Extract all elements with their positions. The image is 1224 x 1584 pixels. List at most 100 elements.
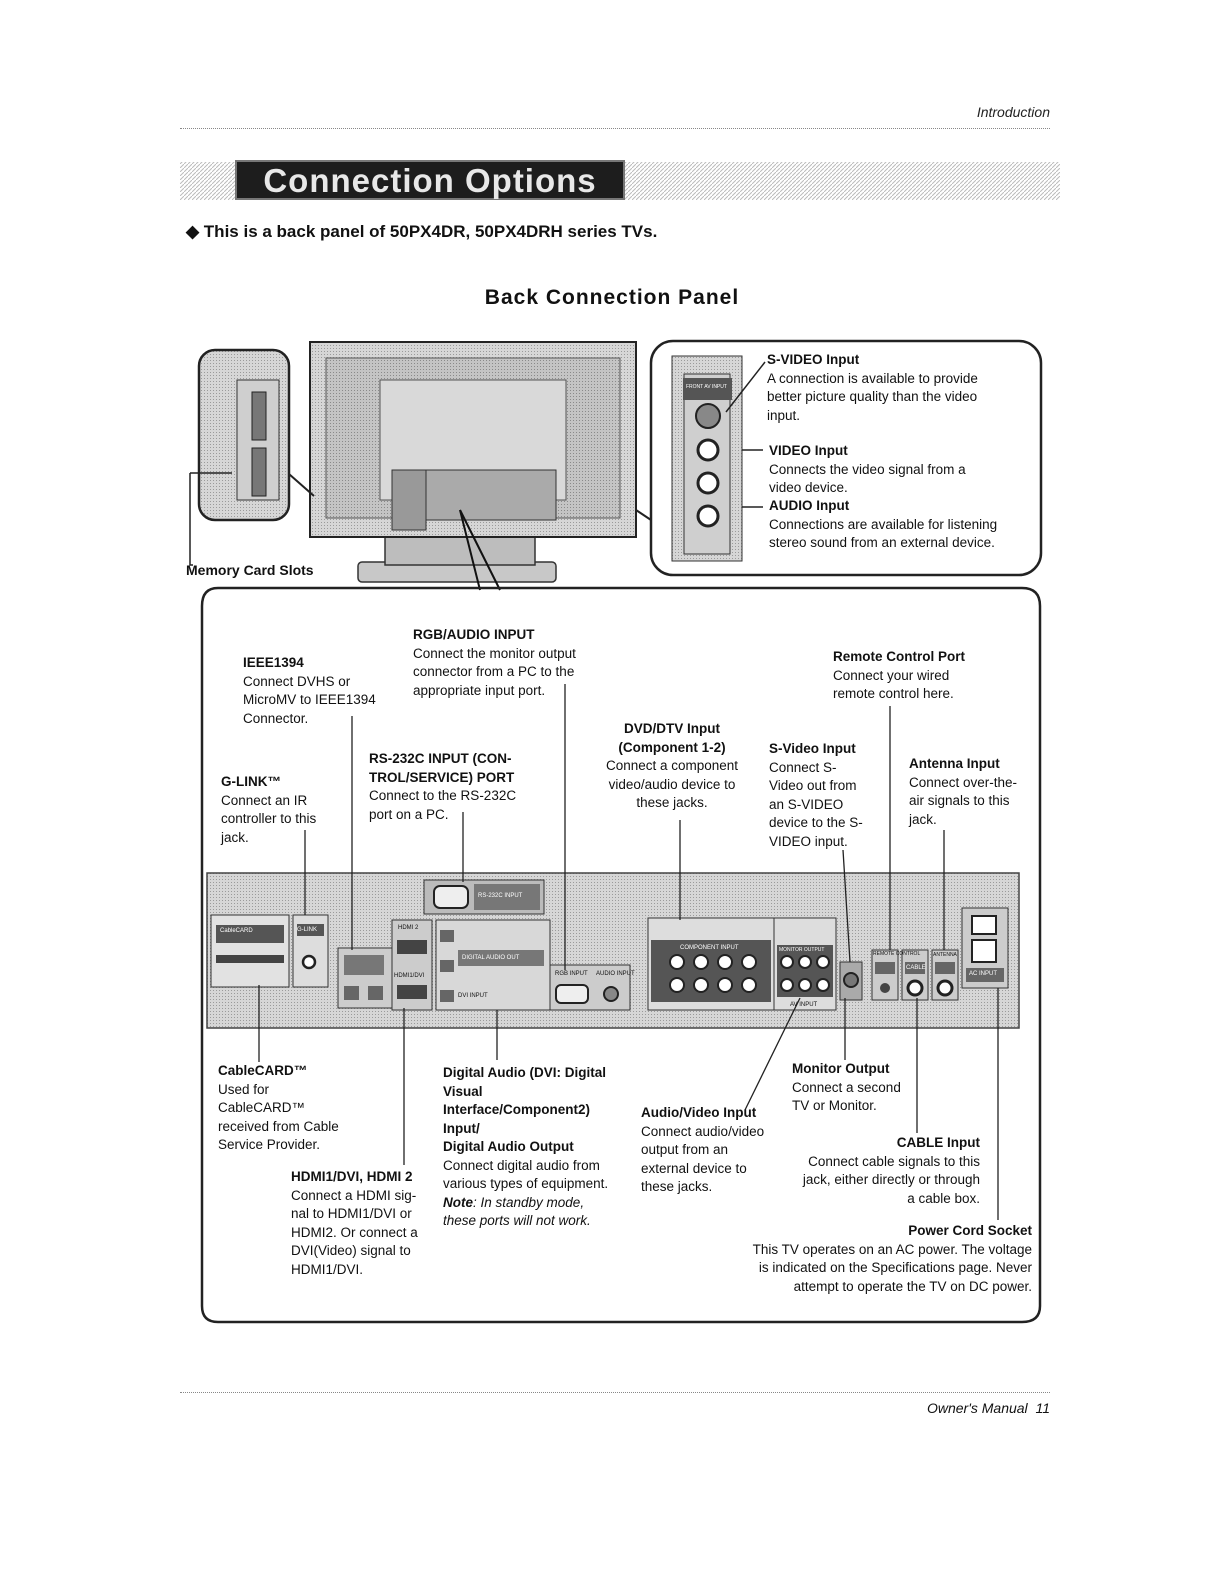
rgb-desc-1: Connect the monitor output	[413, 645, 576, 661]
monitor-callout: Monitor Output Connect a second TV or Mo…	[792, 1060, 901, 1116]
page-title: Connection Options	[263, 162, 597, 199]
panel-label-hdmi2: HDMI 2	[398, 925, 419, 931]
glink-desc-1: Connect an IR	[221, 792, 308, 808]
ieee-callout: IEEE1394 Connect DVHS or MicroMV to IEEE…	[243, 654, 376, 728]
digital-title-5: Digital Audio Output	[443, 1139, 574, 1154]
hdmi-desc-3: HDMI2. Or connect a	[291, 1224, 418, 1240]
cablecard-desc-2: CableCARD™	[218, 1100, 306, 1115]
svideo-title: S-VIDEO Input	[767, 352, 860, 367]
av-desc-1: Connect audio/video	[641, 1123, 765, 1139]
av-title: Audio/Video Input	[641, 1105, 757, 1120]
rs232-desc-2: port on a PC.	[369, 806, 449, 822]
svideo2-desc-3: an S-VIDEO	[769, 796, 844, 812]
digital-note-line-1: Note: In standby mode,	[443, 1194, 608, 1213]
remote-desc-2: remote control here.	[833, 686, 954, 701]
antenna-desc-1: Connect over-the-	[909, 774, 1018, 790]
rs232-callout: RS-232C INPUT (CON- TROL/SERVICE) PORT C…	[369, 750, 516, 824]
av-desc-3: external device to	[641, 1160, 747, 1176]
dvd-title: DVD/DTV Input	[624, 721, 720, 736]
footer: Owner's Manual 11	[927, 1400, 1050, 1416]
main-panel-frame	[200, 586, 1042, 1324]
panel-label-digital-out: DIGITAL AUDIO OUT	[462, 955, 520, 961]
cablecard-desc-1: Used for	[218, 1081, 270, 1097]
digital-title-2: Visual	[443, 1083, 483, 1099]
glink-desc-2: controller to this	[221, 811, 317, 826]
digital-desc-2: various types of equipment.	[443, 1176, 609, 1191]
video-callout: VIDEO Input Connects the video signal fr…	[769, 442, 966, 498]
ieee-desc-3: Connector.	[243, 710, 309, 726]
remote-title: Remote Control Port	[833, 649, 966, 664]
svideo-callout: S-VIDEO Input A connection is available …	[767, 351, 978, 425]
audio-desc-2: stereo sound from an external device.	[769, 535, 995, 550]
svideo-desc-1: A connection is available to provide	[767, 370, 978, 386]
monitor-desc-1: Connect a second	[792, 1079, 901, 1095]
rgb-desc-2: connector from a PC to the	[413, 664, 575, 679]
glink-title: G-LINK™	[221, 774, 281, 789]
video-desc-2: video device.	[769, 480, 848, 495]
monitor-desc-2: TV or Monitor.	[792, 1098, 877, 1113]
panel-label-cablecard: CableCARD	[220, 928, 253, 934]
video-desc-1: Connects the video signal from a	[769, 461, 966, 477]
svideo2-desc-1: Connect S-	[769, 759, 837, 775]
rs232-title-1: RS-232C INPUT (CON-	[369, 751, 512, 766]
antenna-desc-3: jack.	[909, 811, 937, 827]
subtitle: ◆ This is a back panel of 50PX4DR, 50PX4…	[186, 222, 658, 241]
svideo2-callout: S-Video Input Connect S- Video out from …	[769, 740, 863, 851]
front-input-inset	[649, 339, 1043, 577]
dvd-desc-3: these jacks.	[636, 795, 708, 810]
digital-note-1: : In standby mode,	[473, 1194, 585, 1210]
power-title: Power Cord Socket	[908, 1223, 1032, 1238]
digital-desc-1: Connect digital audio from	[443, 1157, 600, 1173]
footer-text: Owner's Manual	[926, 1400, 1028, 1416]
cable-desc-3: a cable box.	[907, 1190, 980, 1206]
hdmi-desc-1: Connect a HDMI sig-	[291, 1187, 417, 1203]
audio-title: AUDIO Input	[769, 498, 850, 513]
svideo-desc-2: better picture quality than the video	[767, 389, 978, 404]
panel-label-ac: AC INPUT	[969, 971, 998, 977]
page-number: 11	[1035, 1400, 1050, 1416]
panel-label-audio: AUDIO INPUT	[596, 971, 635, 977]
hdmi-callout: HDMI1/DVI, HDMI 2 Connect a HDMI sig- na…	[291, 1168, 418, 1279]
panel-label-rgb: RGB INPUT	[555, 971, 588, 977]
dvd-subtitle: (Component 1-2)	[618, 739, 726, 755]
av-desc-2: output from an	[641, 1142, 729, 1157]
rs232-title-2: TROL/SERVICE) PORT	[369, 769, 515, 785]
dvd-desc-1: Connect a component	[605, 758, 739, 773]
panel-label-av: AV INPUT	[790, 1002, 818, 1008]
hdmi-desc-5: HDMI1/DVI.	[291, 1261, 364, 1277]
panel-label-front: FRONT AV INPUT	[686, 384, 727, 390]
panel-label-antenna: ANTENNA	[933, 952, 957, 958]
cable-title: CABLE Input	[896, 1135, 980, 1150]
cable-desc-1: Connect cable signals to this	[808, 1153, 980, 1169]
svideo-desc-3: input.	[767, 407, 801, 423]
rgb-callout: RGB/AUDIO INPUT Connect the monitor outp…	[413, 626, 576, 700]
power-desc-1: This TV operates on an AC power. The vol…	[752, 1241, 1032, 1257]
audio-desc-1: Connections are available for listening	[769, 516, 998, 532]
antenna-title: Antenna Input	[909, 756, 1000, 771]
memory-card-title: Memory Card Slots	[186, 562, 314, 578]
header-rule	[180, 128, 1050, 129]
svideo2-desc-4: device to the S-	[769, 815, 863, 830]
audio-callout: AUDIO Input Connections are available fo…	[769, 497, 997, 553]
dvd-callout: DVD/DTV Input (Component 1-2) Connect a …	[594, 720, 750, 813]
ieee-title: IEEE1394	[243, 655, 304, 670]
remote-desc-1: Connect your wired	[833, 667, 950, 683]
cable-desc-2: jack, either directly or through	[802, 1172, 980, 1187]
cablecard-title: CableCARD™	[218, 1063, 308, 1078]
panel-label-cable: CABLE	[906, 965, 926, 971]
digital-title-1: Digital Audio (DVI: Digital	[443, 1065, 606, 1080]
title-band: Connection Options	[180, 160, 1060, 202]
antenna-desc-2: air signals to this	[909, 793, 1010, 808]
av-desc-4: these jacks.	[641, 1179, 713, 1194]
subtitle-text: This is a back panel of 50PX4DR, 50PX4DR…	[203, 222, 658, 241]
av-callout: Audio/Video Input Connect audio/video ou…	[641, 1104, 764, 1197]
section-name: Introduction	[976, 104, 1050, 120]
glink-desc-3: jack.	[221, 829, 249, 845]
panel-label-glink: G-LINK	[297, 927, 318, 933]
hdmi-desc-2: nal to HDMI1/DVI or	[291, 1206, 412, 1221]
ieee-desc-1: Connect DVHS or	[243, 673, 351, 689]
dvd-desc-2: video/audio device to	[608, 776, 736, 792]
title-band-pattern	[180, 162, 1060, 200]
svideo2-desc-2: Video out from	[769, 778, 857, 793]
